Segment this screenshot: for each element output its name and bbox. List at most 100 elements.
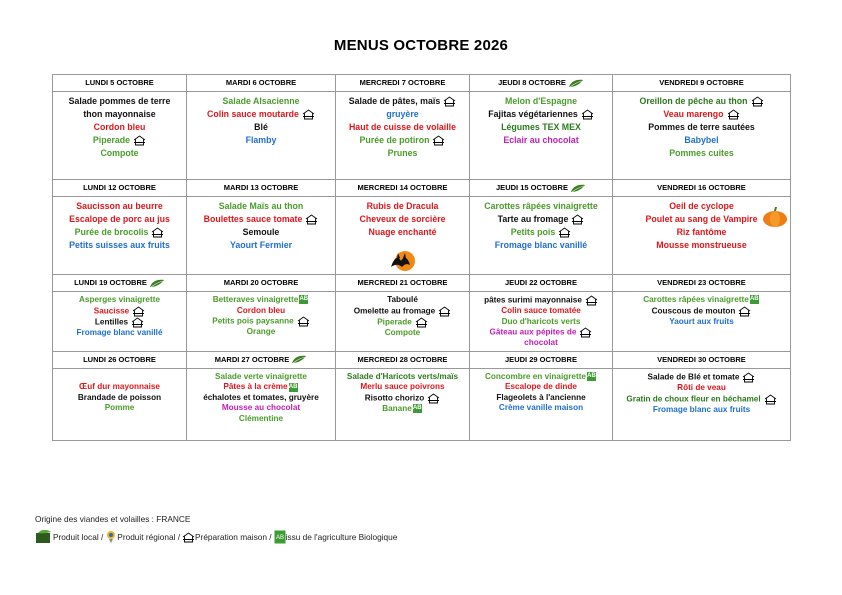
menu-item-text: Gratin de choux fleur en béchamel [626,394,761,404]
menu-item-text: Oreillon de pêche au thon [639,96,748,106]
menu-item: Yaourt Fermier [189,239,333,252]
house-icon [743,372,755,383]
menu-item: Flageolets à l'ancienne [472,393,610,404]
menu-item-text: Poulet au sang de Vampire [645,214,758,224]
house-icon [152,227,164,238]
menu-item: Fromage blanc vanillé [55,328,184,339]
menu-item-text: Omelette au fromage [353,306,436,316]
menu-item: Nuage enchanté [338,226,467,239]
menu-item-text: Pommes cuites [669,148,734,158]
menu-item: Salade pommes de terre [55,95,184,108]
house-icon [297,316,309,327]
day-label-text: LUNDI 12 OCTOBRE [83,183,156,192]
local-product-icon [36,530,51,543]
legend-bio: issu de l'agriculture Biologique [285,532,398,542]
menu-item: Yaourt aux fruits [615,317,788,328]
menu-item: Cordon bleu [55,121,184,134]
menu-item: Veau marengo [615,108,788,121]
menu-item-text: Cordon bleu [93,122,146,132]
menu-item-text: Babybel [684,135,719,145]
day-cell: JEUDI 29 OCTOBRE Concombre en vinaigrette… [469,350,613,441]
menu-item: Salade de Blé et tomate [615,372,788,383]
day-label: MARDI 20 OCTOBRE [187,275,335,292]
day-label-text: JEUDI 29 OCTOBRE [505,354,577,364]
regional-product-icon [107,531,116,543]
day-label: LUNDI 12 OCTOBRE [53,180,186,197]
menu-item: Gâteau aux pépites de [472,327,610,338]
house-icon [572,214,584,225]
house-icon [585,295,598,306]
day-label-text: MARDI 20 OCTOBRE [223,278,299,287]
menu-item: Betteraves vinaigretteAB [189,295,333,306]
menu-item-text: Gâteau aux pépites de [489,327,577,337]
house-icon [131,317,144,328]
menu-item-text: Colin sauce moutarde [207,109,299,119]
menu-item-text: Tarte au fromage [497,214,569,224]
bio-icon: AB [412,404,422,414]
bio-icon: AB [274,530,286,544]
day-label: VENDREDI 9 OCTOBRE [613,75,790,92]
menu-item: chocolat [472,338,610,349]
day-label-text: MERCREDI 14 OCTOBRE [357,183,448,192]
menu-item: Salade verte vinaigrette [189,372,333,383]
bio-icon: AB [288,382,298,392]
day-label-text: JEUDI 22 OCTOBRE [505,278,577,287]
menu-item: Fromage blanc vanillé [472,239,610,252]
day-label: VENDREDI 16 OCTOBRE [613,180,790,197]
menu-item-text: Brandade de poisson [77,392,162,402]
menu-item-text: Haut de cuisse de volaille [348,122,457,132]
menu-item-text: Mousse au chocolat [221,403,301,413]
menu-item-text: Yaourt aux fruits [669,316,734,326]
menu-item: échalotes et tomates, gruyère [189,393,333,404]
menu-item: Boulettes sauce tomate [189,213,333,226]
menu-item: Duo d'haricots verts [472,317,610,328]
local-product-icon [568,79,583,87]
day-label: MERCREDI 21 OCTOBRE [336,275,469,292]
menu-item-text: Banane [382,404,412,414]
menu-item-text: Pommes de terre sautées [648,122,755,132]
menu-item: Clémentine [189,414,333,425]
house-icon [558,227,571,238]
menu-item: Escalope de porc au jus [55,213,184,226]
menu-item: thon mayonnaise [55,108,184,121]
legend-regional: Produit régional / [117,532,181,542]
menu-item-text: Légumes TEX MEX [501,122,581,132]
menu-item [55,372,184,383]
bio-icon: AB [587,372,596,382]
day-label-text: VENDREDI 30 OCTOBRE [657,354,746,364]
menu-item: Tarte au fromage [472,213,610,226]
menu-item-text: Semoule [242,227,280,237]
menu-item-text: gruyère [386,109,419,119]
menu-item: Orange [189,327,333,338]
menu-item-text: Concombre en vinaigrette [484,371,586,381]
house-icon [739,305,751,316]
house-icon [764,393,776,404]
menu-item-text: Salade pommes de terre [68,96,171,106]
menu-item-text: Eclair au chocolat [503,135,579,145]
menu-item-text: Yaourt Fermier [229,240,293,250]
house-icon [580,327,592,338]
menu-item: gruyère [338,108,467,121]
menu-item-text: Carottes râpées vinaigrette [643,295,749,304]
bio-icon: AB [749,295,759,305]
legend-icons: Produit local / Produit régional / Prépa… [35,530,399,544]
menu-item-text: Purée de brocolis [74,227,149,237]
day-label: MARDI 27 OCTOBRE [187,352,335,369]
menu-item: BananeAB [338,404,467,415]
menu-item: Colin sauce tomatée [472,306,610,317]
